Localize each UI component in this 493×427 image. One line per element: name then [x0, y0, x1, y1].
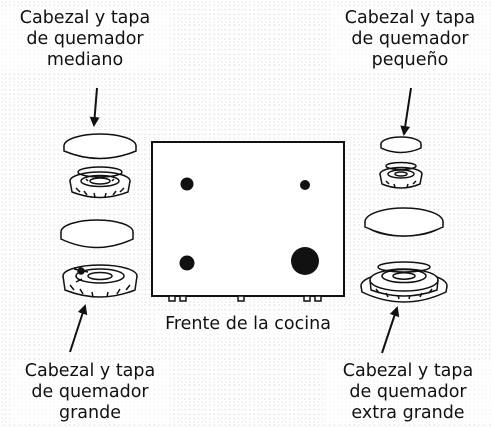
label-large-burner: Cabezal y tapa de quemador grande [10, 361, 170, 424]
arrow-small [400, 87, 412, 136]
cooktop-burner-right-rear [300, 180, 310, 190]
label-medium-burner: Cabezal y tapa de quemador mediano [0, 8, 170, 71]
cooktop-burner-left-front [179, 255, 195, 271]
xlarge-burner-cap [364, 207, 444, 237]
label-small-burner: Cabezal y tapa de quemador pequeño [330, 8, 490, 71]
arrow-large [69, 304, 88, 353]
arrow-xlarge [381, 306, 400, 354]
cooktop [151, 141, 345, 302]
label-xlarge-burner: Cabezal y tapa de quemador extra grande [325, 361, 491, 424]
xlarge-burner-head [360, 261, 448, 303]
cooktop-burner-right-front [291, 247, 319, 275]
medium-burner-cap [63, 133, 137, 160]
arrow-medium [89, 87, 100, 127]
small-burner-head [379, 161, 423, 189]
cooktop-front-knobs [168, 295, 322, 302]
small-burner-cap [380, 136, 422, 154]
medium-burner-head [69, 166, 131, 199]
label-cooktop-front: Frente de la cocina [155, 314, 341, 335]
large-burner-cap [60, 219, 134, 249]
cooktop-burner-left-rear [180, 177, 194, 191]
large-burner-head [62, 264, 138, 298]
